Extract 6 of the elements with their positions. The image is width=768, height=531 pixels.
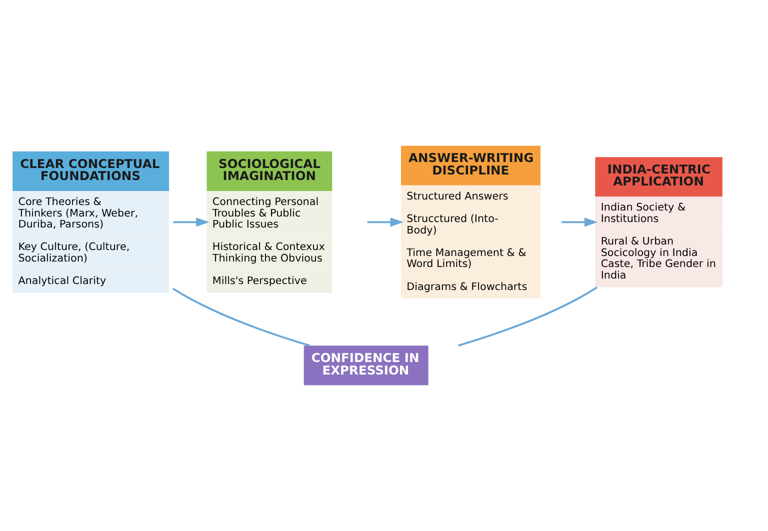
connector (172, 288, 310, 346)
connector (458, 286, 598, 346)
arrow (367, 218, 404, 227)
node-box: CONFIDENCE IN EXPRESSION (304, 346, 428, 386)
arrow (173, 218, 210, 227)
arrow (562, 218, 598, 227)
